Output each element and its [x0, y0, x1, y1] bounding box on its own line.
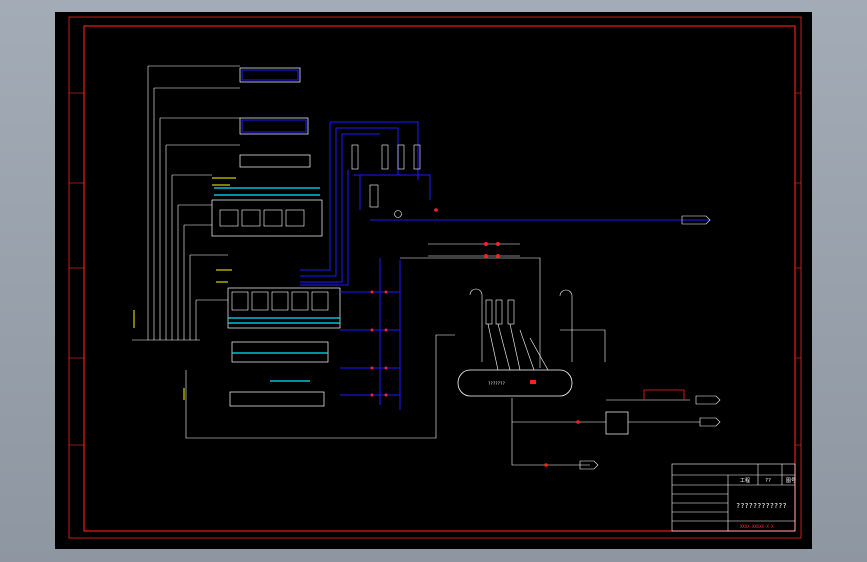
red-bypass [643, 389, 685, 400]
right-piping [400, 243, 700, 466]
outer-frame [68, 16, 802, 539]
cyan-bands [214, 187, 340, 382]
yellow-accents [133, 177, 236, 400]
column-stack [211, 67, 341, 407]
valves [370, 208, 580, 467]
vessel-inlets [485, 299, 549, 371]
outlet-arrows [579, 215, 721, 470]
horizontal-vessel: ??????? [457, 369, 573, 397]
instrument-panels [351, 144, 421, 218]
tb-header-right: 图号 [786, 478, 796, 484]
title-block [671, 463, 796, 532]
inner-frame [83, 25, 796, 532]
drawing-sheet [55, 12, 812, 549]
left-bus-lines [132, 65, 455, 439]
tb-drawing-code: XXXX-XXXXX-X-X [740, 524, 774, 529]
blue-process-lines [300, 121, 710, 410]
pump-box [605, 411, 629, 435]
vessel-label: ??????? [488, 381, 505, 386]
tb-header-left: 工程 [740, 477, 750, 484]
tb-drawing-name: ???????????? [736, 502, 787, 510]
tb-header-mid: ?? [765, 478, 771, 484]
border-ticks [69, 92, 801, 446]
